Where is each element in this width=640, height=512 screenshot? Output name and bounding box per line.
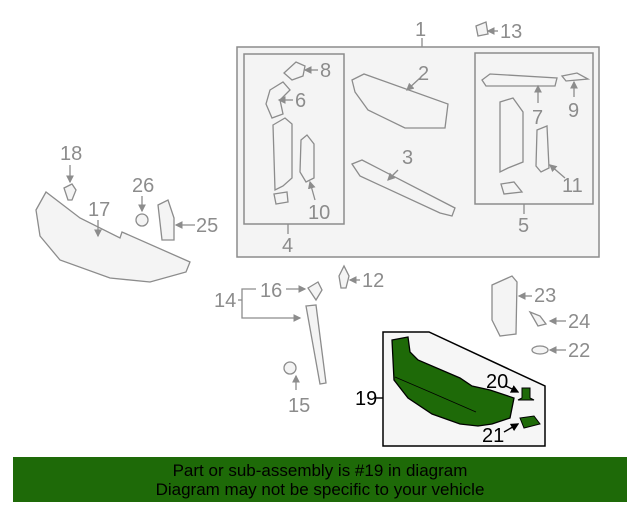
- part-10[interactable]: 10: [299, 134, 330, 224]
- part-4-pillar: [272, 117, 293, 205]
- part-21-nut[interactable]: [519, 415, 541, 429]
- callout-9[interactable]: 9: [568, 100, 579, 122]
- part-15[interactable]: 15: [283, 361, 310, 417]
- callout-22[interactable]: 22: [568, 340, 590, 362]
- callout-17[interactable]: 17: [88, 199, 110, 221]
- part-23[interactable]: 23: [491, 275, 556, 337]
- callout-12[interactable]: 12: [362, 270, 384, 292]
- callout-11[interactable]: 11: [562, 175, 583, 197]
- callout-16[interactable]: 16: [260, 280, 282, 302]
- callout-5[interactable]: 5: [518, 215, 529, 237]
- part-19-splash-shield[interactable]: [391, 336, 515, 427]
- callout-10[interactable]: 10: [308, 202, 330, 224]
- part-14-bracket: 14: [214, 288, 302, 322]
- part-20-clip[interactable]: [517, 387, 535, 401]
- callout-21[interactable]: 21: [482, 425, 504, 447]
- part-17[interactable]: 17: [35, 191, 191, 283]
- callout-2[interactable]: 2: [418, 63, 429, 85]
- callout-8[interactable]: 8: [320, 60, 331, 82]
- callout-23[interactable]: 23: [534, 285, 556, 307]
- part-18[interactable]: 18: [60, 143, 82, 201]
- part-2[interactable]: 2: [351, 63, 449, 129]
- part-16[interactable]: 16: [260, 280, 323, 302]
- banner-line-2: Diagram may not be specific to your vehi…: [155, 480, 485, 499]
- callout-14[interactable]: 14: [214, 290, 236, 312]
- callout-4[interactable]: 4: [282, 235, 293, 257]
- callout-15[interactable]: 15: [288, 395, 310, 417]
- part-25[interactable]: 25: [157, 199, 218, 241]
- callout-1[interactable]: 1: [415, 19, 426, 41]
- parts-diagram: 1 4 5 8 6 10 2 3: [35, 19, 600, 447]
- part-24[interactable]: 24: [528, 310, 590, 333]
- part-6[interactable]: 6: [265, 81, 306, 119]
- part-8[interactable]: 8: [283, 60, 331, 82]
- callout-25[interactable]: 25: [196, 215, 218, 237]
- part-11[interactable]: 11: [535, 125, 583, 197]
- part-14-strip: [305, 304, 327, 385]
- callout-20[interactable]: 20: [486, 371, 508, 393]
- part-3[interactable]: 3: [351, 147, 456, 217]
- part-26[interactable]: 26: [132, 175, 154, 227]
- assembly-box-4: 4: [243, 53, 345, 257]
- callout-7[interactable]: 7: [532, 107, 543, 129]
- part-5-pillar: [499, 97, 524, 195]
- callout-13[interactable]: 13: [500, 21, 522, 43]
- part-12[interactable]: 12: [338, 264, 384, 292]
- callout-18[interactable]: 18: [60, 143, 82, 165]
- callout-3[interactable]: 3: [402, 147, 413, 169]
- callout-24[interactable]: 24: [568, 311, 590, 333]
- part-13[interactable]: 13: [475, 21, 522, 43]
- part-7[interactable]: 7: [481, 73, 558, 129]
- banner-line-1: Part or sub-assembly is #19 in diagram: [172, 461, 468, 480]
- assembly-box-19[interactable]: 19 20 21: [355, 331, 546, 447]
- callout-19[interactable]: 19: [355, 388, 377, 410]
- callout-26[interactable]: 26: [132, 175, 154, 197]
- part-9[interactable]: 9: [560, 72, 591, 122]
- part-22[interactable]: 22: [531, 340, 590, 362]
- info-banner: Part or sub-assembly is #19 in diagram D…: [13, 457, 627, 502]
- callout-6[interactable]: 6: [295, 90, 306, 112]
